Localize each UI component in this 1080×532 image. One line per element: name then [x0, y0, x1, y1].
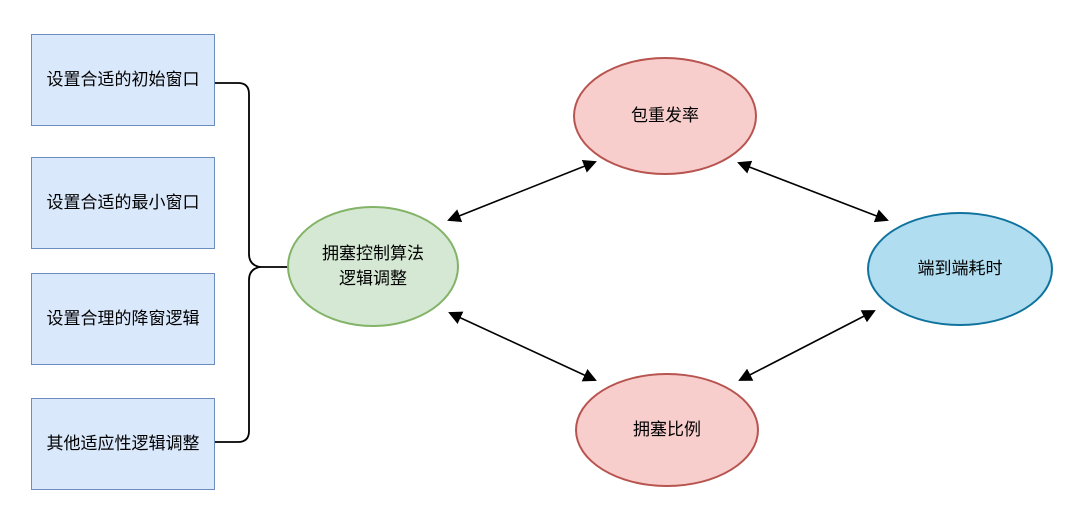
arrow-center-to-bottom [448, 311, 597, 382]
brace-connector [214, 82, 261, 443]
box-other-adaptive-logic: 其他适应性逻辑调整 [31, 398, 215, 490]
box-initial-window: 设置合适的初始窗口 [31, 34, 215, 126]
node-end-to-end-latency: 端到端耗时 [867, 212, 1053, 326]
node-congestion-ratio-label: 拥塞比例 [633, 419, 701, 440]
box-minimum-window: 设置合适的最小窗口 [31, 157, 215, 249]
box-initial-window-label: 设置合适的初始窗口 [46, 69, 200, 90]
node-end-to-end-latency-label: 端到端耗时 [917, 258, 1003, 279]
node-congestion-ratio: 拥塞比例 [575, 373, 759, 487]
box-window-reduction-logic: 设置合理的降窗逻辑 [31, 273, 215, 365]
box-other-adaptive-logic-label: 其他适应性逻辑调整 [46, 433, 200, 454]
node-packet-retransmission-rate-label: 包重发率 [631, 105, 699, 126]
box-minimum-window-label: 设置合适的最小窗口 [46, 192, 200, 213]
node-packet-retransmission-rate: 包重发率 [573, 57, 757, 175]
arrow-bottom-to-right [738, 310, 876, 381]
arrow-top-to-right [737, 160, 889, 223]
node-congestion-control-line2: 逻辑调整 [339, 268, 407, 289]
arrow-center-to-top [447, 159, 597, 223]
node-congestion-control-line1: 拥塞控制算法 [322, 243, 424, 264]
box-window-reduction-logic-label: 设置合理的降窗逻辑 [46, 308, 200, 329]
node-congestion-control-adjustment: 拥塞控制算法 逻辑调整 [287, 206, 459, 327]
